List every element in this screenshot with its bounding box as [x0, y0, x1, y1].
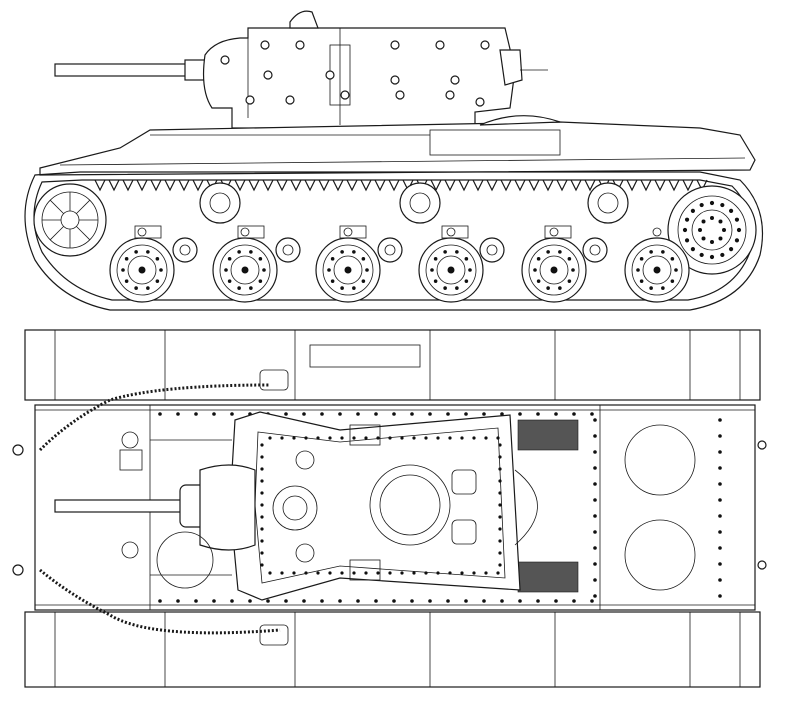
bolt — [446, 227, 456, 237]
upper-hull — [39, 115, 756, 176]
bolt — [343, 227, 353, 237]
bolt — [652, 227, 662, 237]
bolt — [240, 227, 250, 237]
track-fenders — [24, 329, 761, 688]
tow-hooks — [12, 440, 767, 576]
road-wheel — [109, 237, 175, 303]
road-wheel — [624, 237, 690, 303]
road-wheel — [315, 237, 381, 303]
suspension-hub — [237, 225, 301, 263]
suspension-hub — [339, 225, 403, 263]
suspension — [134, 225, 662, 263]
bolt — [137, 227, 147, 237]
top-view — [12, 329, 767, 688]
turret-rivets — [220, 40, 490, 107]
turret-top-rivets — [260, 436, 502, 575]
top-gun — [54, 464, 256, 551]
main-gun — [54, 59, 216, 81]
road-wheel — [418, 237, 484, 303]
road-wheels — [109, 237, 690, 303]
idler-wheel — [33, 183, 107, 257]
tow-cables — [38, 383, 281, 635]
side-view — [24, 10, 764, 311]
hull-front-details — [119, 369, 289, 646]
suspension-hub — [544, 225, 608, 263]
road-wheel — [521, 237, 587, 303]
turret — [202, 10, 548, 129]
turret-top — [229, 411, 538, 601]
road-wheel — [212, 237, 278, 303]
drive-sprocket — [667, 185, 757, 275]
suspension-hub — [441, 225, 505, 263]
engine-grilles — [517, 419, 579, 593]
deck-rivets — [158, 412, 722, 603]
bolt — [549, 227, 559, 237]
return-rollers — [199, 182, 629, 224]
